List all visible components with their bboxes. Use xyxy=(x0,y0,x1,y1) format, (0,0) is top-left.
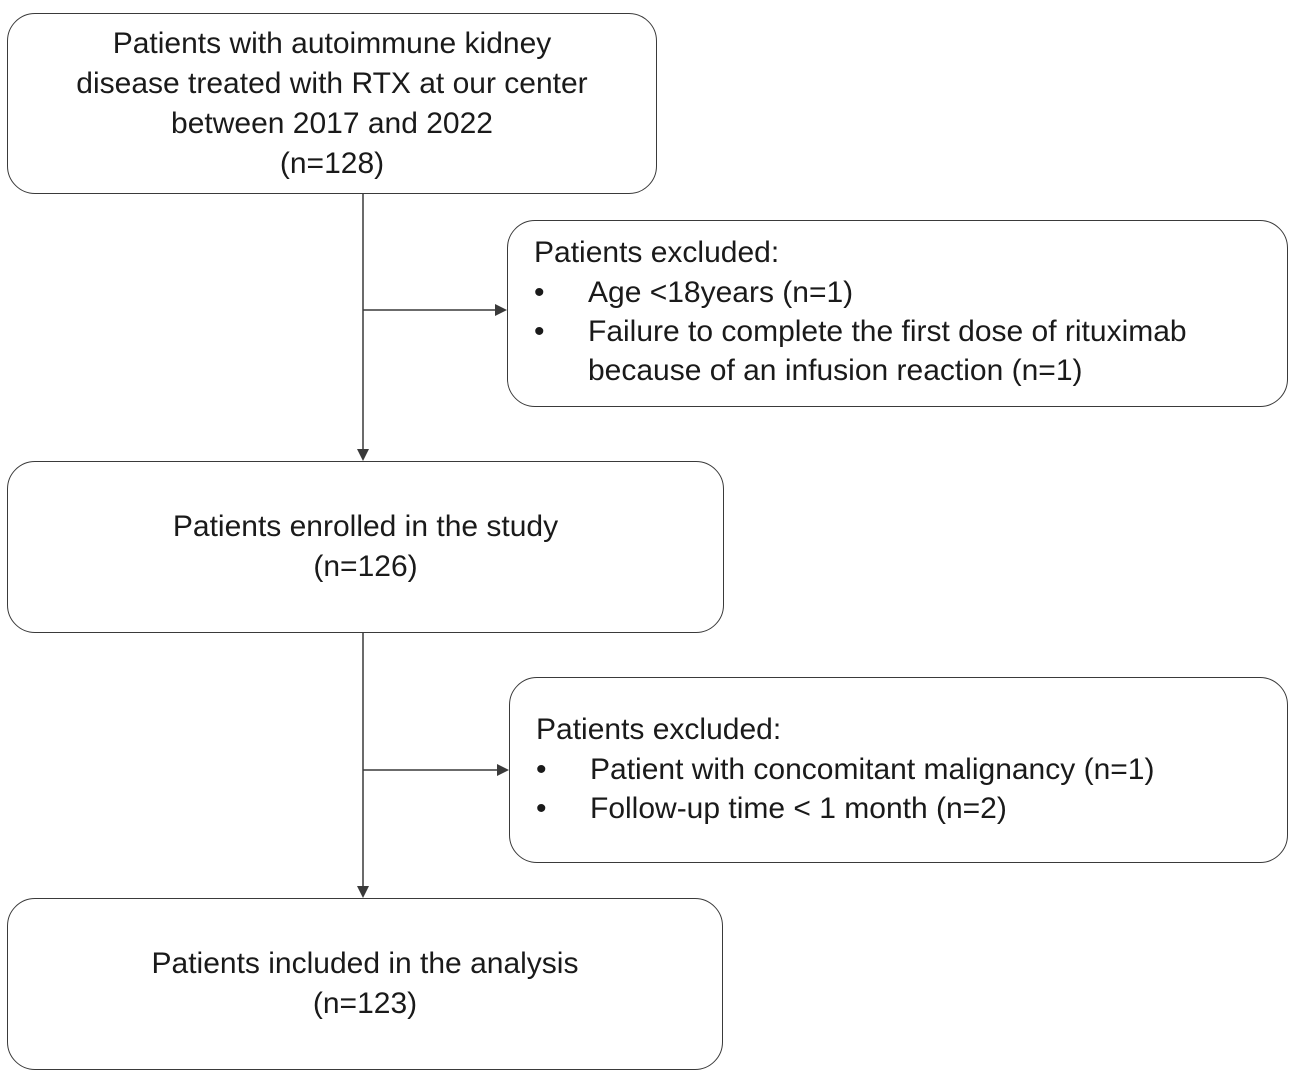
box-initial-patients: Patients with autoimmune kidney disease … xyxy=(7,13,657,194)
exclusion-item-text: Failure to complete the first dose of ri… xyxy=(588,315,1187,348)
exclusion-item: • Failure to complete the first dose of … xyxy=(534,312,1187,390)
bullet-icon: • xyxy=(536,753,547,786)
box-text-line: Patients with autoimmune kidney xyxy=(112,26,552,60)
box-text-line: disease treated with RTX at our center xyxy=(76,66,588,100)
exclusion-item-text: Age <18years (n=1) xyxy=(588,276,854,309)
exclusion-item-text: because of an infusion reaction (n=1) xyxy=(588,354,1083,387)
exclusion-item-text: Follow-up time < 1 month (n=2) xyxy=(590,792,1007,825)
box-count: (n=123) xyxy=(312,987,418,1020)
box-text-line: Patients enrolled in the study xyxy=(172,510,559,543)
box-exclusion-2: Patients excluded: • Patient with concom… xyxy=(509,677,1288,863)
box-count: (n=128) xyxy=(279,146,385,180)
box-text-line: between 2017 and 2022 xyxy=(171,106,493,140)
exclusion-list: • Patient with concomitant malignancy (n… xyxy=(536,750,1154,828)
bullet-icon: • xyxy=(534,276,545,309)
exclusion-heading: Patients excluded: xyxy=(534,236,780,269)
exclusion-item: • Patient with concomitant malignancy (n… xyxy=(536,750,1154,789)
exclusion-item-text: Patient with concomitant malignancy (n=1… xyxy=(590,753,1155,786)
exclusion-item: • Follow-up time < 1 month (n=2) xyxy=(536,789,1154,828)
bullet-icon: • xyxy=(534,315,545,348)
exclusion-heading: Patients excluded: xyxy=(536,713,782,746)
exclusion-list: • Age <18years (n=1) • Failure to comple… xyxy=(534,273,1187,390)
box-text-line: Patients included in the analysis xyxy=(151,947,579,980)
bullet-icon: • xyxy=(536,792,547,825)
exclusion-item: • Age <18years (n=1) xyxy=(534,273,1187,312)
box-analysis-patients: Patients included in the analysis (n=123… xyxy=(7,898,723,1070)
box-exclusion-1: Patients excluded: • Age <18years (n=1) … xyxy=(507,220,1288,407)
box-enrolled-patients: Patients enrolled in the study (n=126) xyxy=(7,461,724,633)
box-count: (n=126) xyxy=(313,550,418,583)
